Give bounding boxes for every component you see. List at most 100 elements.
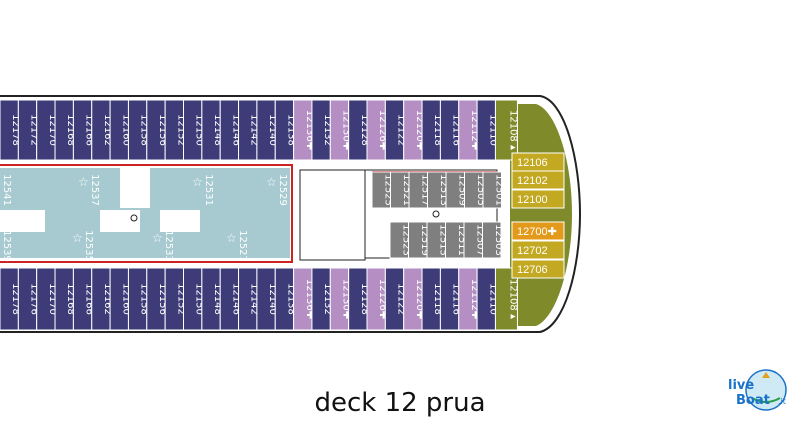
cabin-label: 12146 xyxy=(230,114,241,146)
cabin-label: 12136✚ xyxy=(304,110,315,150)
cabin-label: 12108 ▴ xyxy=(507,110,518,150)
cabin-12100[interactable] xyxy=(511,189,565,209)
cabin-label: 12158 xyxy=(139,114,150,146)
stairwell xyxy=(299,169,366,261)
cabin-label: 12116 xyxy=(451,283,462,315)
cabin-label: 12130✚ xyxy=(340,279,351,319)
cabin-label: 12172 xyxy=(29,114,40,146)
cabin-12503[interactable] xyxy=(482,221,502,259)
cabin-label: 12517 xyxy=(419,174,430,206)
cabin-12702[interactable] xyxy=(511,240,565,260)
spa-cabin-label: 12539 xyxy=(1,230,12,262)
cabin-12108[interactable] xyxy=(494,267,518,331)
cabin-label: 12162 xyxy=(102,114,113,146)
spa-cabin-label: 12537 xyxy=(89,174,100,206)
spa-area xyxy=(0,168,290,258)
cabin-label: 12118 xyxy=(432,283,443,315)
cabin-label: 12503 xyxy=(493,224,504,256)
star-icon: ☆ xyxy=(78,175,89,189)
top-row-cabins: 12178 12172 12170 12168 12166 12162 12160 12158… xyxy=(0,99,518,161)
cabin-label: 12178 xyxy=(10,283,21,315)
spa-cabin-label: 12527 xyxy=(237,230,248,262)
star-icon: ☆ xyxy=(192,175,203,189)
cabin-label: 12148 xyxy=(212,283,223,315)
cabin-label: 12122 xyxy=(396,283,407,315)
cabin-label: 12168 xyxy=(65,114,76,146)
cabin-12108[interactable] xyxy=(494,99,518,161)
spa-cabin-label: 12541 xyxy=(1,174,12,206)
spa-cabin-label: 12529 xyxy=(277,174,288,206)
cabin-label: 12110 xyxy=(487,283,498,315)
cabin-label: 12122 xyxy=(396,114,407,146)
cabin-label: 12509 xyxy=(456,174,467,206)
cabin-label: 12706 xyxy=(517,264,548,276)
cabin-label: 12513 xyxy=(438,174,449,206)
logo-suffix: .it xyxy=(778,397,786,406)
junction-dot xyxy=(432,210,440,218)
cabin-label: 12515 xyxy=(437,224,448,256)
cabin-label: 12521 xyxy=(401,174,412,206)
junction-dot xyxy=(130,214,138,222)
cabin-label: 12120✚ xyxy=(414,279,425,319)
cabin-label: 12168 xyxy=(65,283,76,315)
cabin-label: 12148 xyxy=(212,114,223,146)
cabin-12700[interactable] xyxy=(511,221,565,241)
cabin-12102[interactable] xyxy=(511,170,565,190)
cabin-label: 12128 xyxy=(359,114,370,146)
logo-text: live xyxy=(728,378,754,393)
cabin-label: 12142 xyxy=(249,283,260,315)
cabin-label: 12140 xyxy=(267,114,278,146)
cabin-label: 12166 xyxy=(84,283,95,315)
cabin-label: 12162 xyxy=(102,283,113,315)
cabin-label: 12108 ▴ xyxy=(507,279,518,319)
cabin-label: 12110 xyxy=(487,114,498,146)
cabin-label: 12507 xyxy=(474,224,485,256)
cabin-label: 12126✚ xyxy=(377,279,388,319)
cabin-12706[interactable] xyxy=(511,259,565,279)
cabin-label: 12138 xyxy=(285,283,296,315)
cabin-label: 12176 xyxy=(29,283,40,315)
cabin-label: 12156 xyxy=(157,114,168,146)
liveboat-logo: live Boat .it xyxy=(728,369,787,411)
spa-cabin-label: 12533 xyxy=(163,230,174,262)
cabin-label: 12126✚ xyxy=(377,110,388,150)
cabin-label: 12116 xyxy=(451,114,462,146)
cabin-label: 12158 xyxy=(139,283,150,315)
cabin-label: 12146 xyxy=(230,283,241,315)
cabin-label: 12702 xyxy=(517,245,548,257)
cabin-label: 12166 xyxy=(84,114,95,146)
cabin-label: 12170 xyxy=(47,114,58,146)
cabin-label: 12136✚ xyxy=(304,279,315,319)
cabin-label: 12152 xyxy=(175,283,186,315)
cabin-label: 12505 xyxy=(475,174,486,206)
bottom-row-cabins: 12178 12176 12170 12168 12166 12162 12160 12158… xyxy=(0,267,518,331)
cabin-label: 12511 xyxy=(456,224,467,256)
star-icon: ☆ xyxy=(152,231,163,245)
star-icon: ☆ xyxy=(266,175,277,189)
cabin-label: 12128 xyxy=(359,283,370,315)
spa-red-outline xyxy=(0,164,293,263)
cabin-label: 12120✚ xyxy=(414,110,425,150)
cabin-label: 12130✚ xyxy=(340,110,351,150)
spa-cabin-label: 12531 xyxy=(203,174,214,206)
cabin-label: 12160 xyxy=(120,283,131,315)
cabin-label: 12102 xyxy=(517,175,548,187)
cabin-12501[interactable] xyxy=(482,171,502,209)
cabin-label: 12142 xyxy=(249,114,260,146)
cabin-label: 12501 xyxy=(493,174,504,206)
cabin-label: 12178 xyxy=(10,114,21,146)
cabin-label: 12112✚ xyxy=(469,110,480,150)
cabin-label: 12132 xyxy=(322,114,333,146)
cabin-label: 12150 xyxy=(194,114,205,146)
cabin-label: 12170 xyxy=(47,283,58,315)
cabin-label: 12160 xyxy=(120,114,131,146)
cabin-label: 12156 xyxy=(157,283,168,315)
cabin-label: 12140 xyxy=(267,283,278,315)
deck-caption: deck 12 prua xyxy=(314,388,486,418)
star-icon: ☆ xyxy=(72,231,83,245)
cabin-label: 12152 xyxy=(175,114,186,146)
cabin-label: 12132 xyxy=(322,283,333,315)
